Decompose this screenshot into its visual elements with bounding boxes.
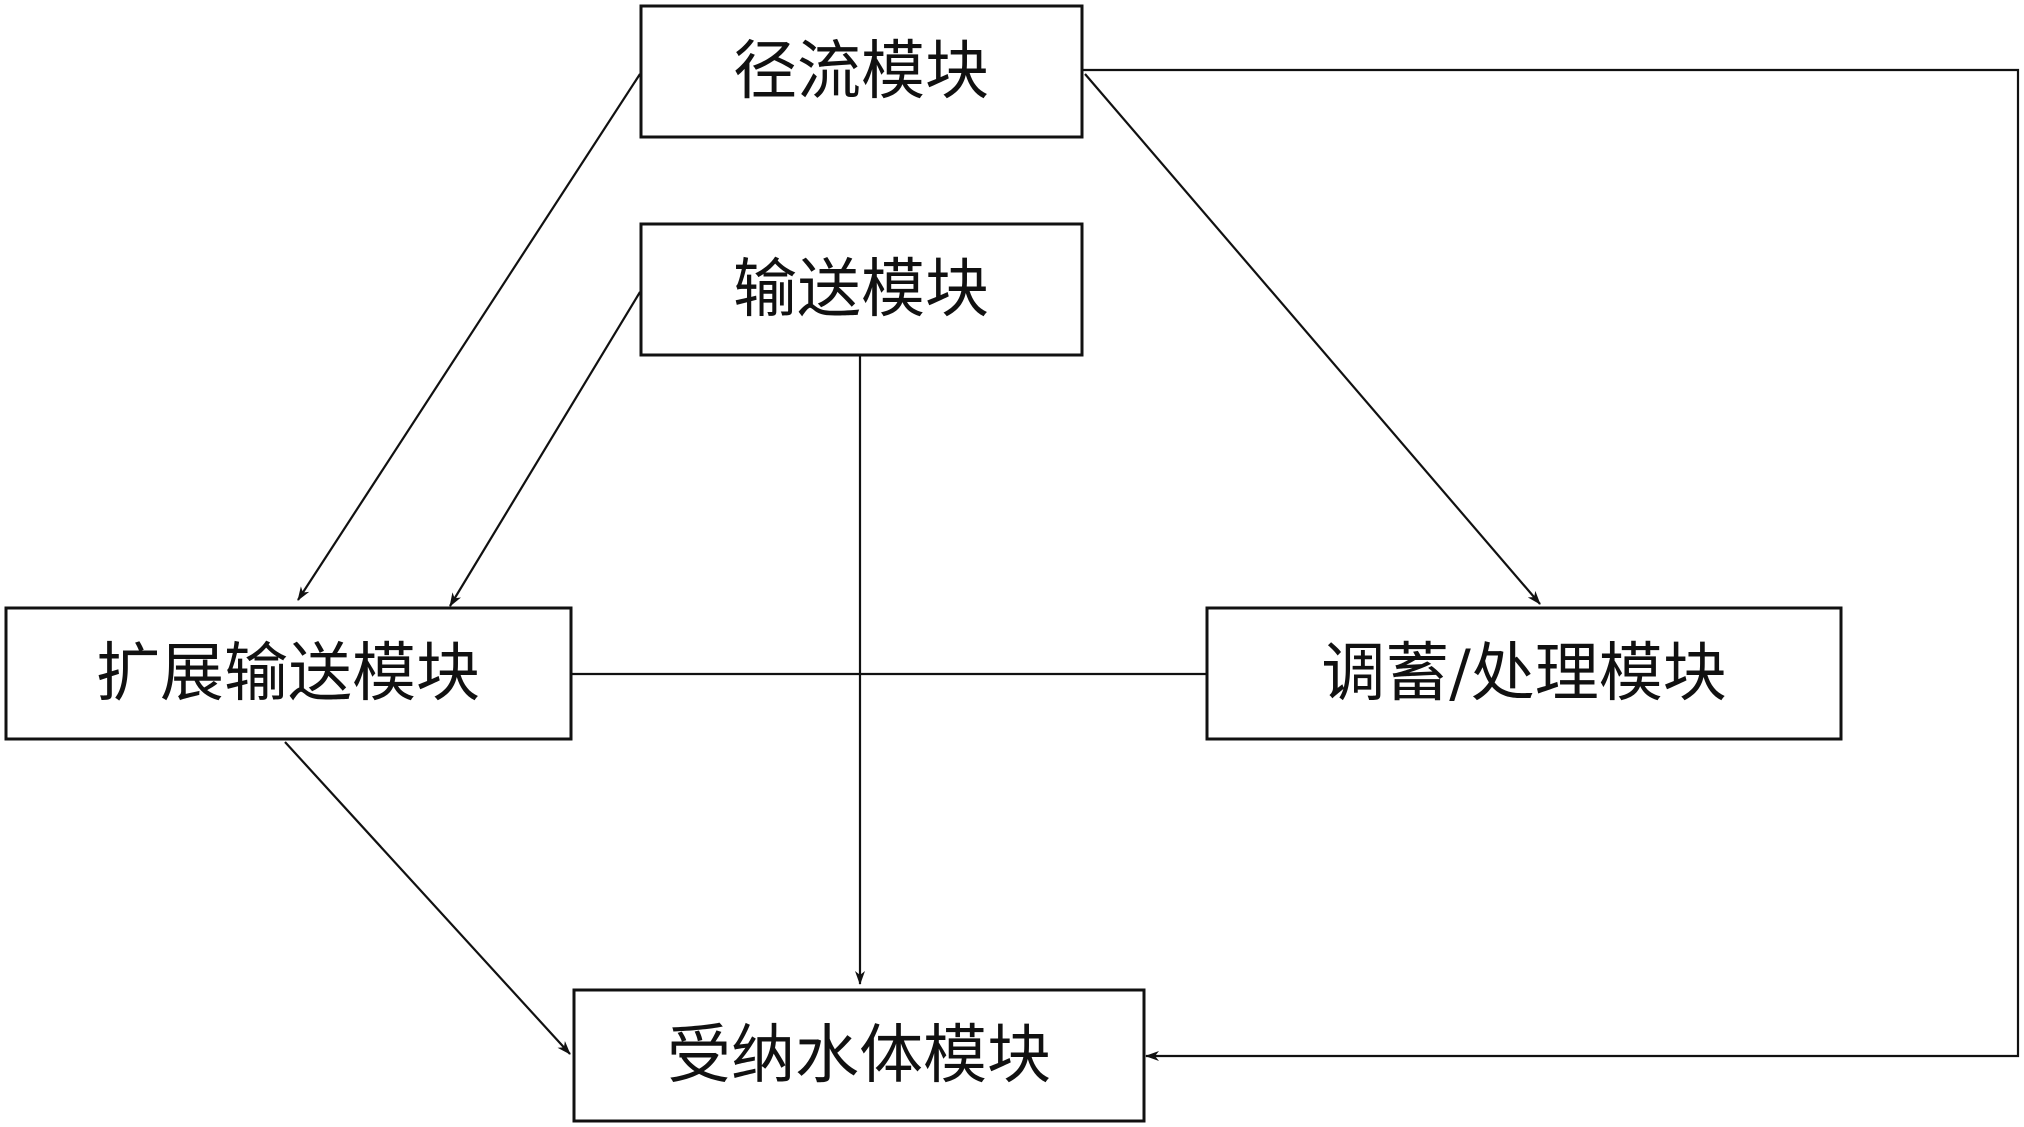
node-extended-conveyance: 扩展输送模块 bbox=[4, 606, 573, 741]
node-storage-treatment: 调蓄/处理模块 bbox=[1205, 606, 1843, 741]
edge-runoff-to-receiving-water-loop bbox=[1082, 68, 2020, 1061]
edge-runoff-to-storage-treatment bbox=[1084, 73, 1541, 605]
edges bbox=[284, 68, 2020, 1061]
edge-conveyance-to-extended-conveyance bbox=[449, 291, 641, 607]
node-runoff-box bbox=[639, 4, 1084, 139]
node-storage-treatment-box bbox=[1205, 606, 1843, 741]
node-extended-conveyance-label: 扩展输送模块 bbox=[96, 637, 480, 711]
node-receiving-water: 受纳水体模块 bbox=[572, 988, 1146, 1123]
node-receiving-water-box bbox=[572, 988, 1146, 1123]
nodes: 径流模块 输送模块 扩展输送模块 调蓄/处理模块 受纳水体模块 bbox=[4, 4, 1843, 1123]
edge-extended-conveyance-to-receiving-water bbox=[284, 741, 571, 1055]
node-storage-treatment-label: 调蓄/处理模块 bbox=[1321, 637, 1727, 711]
node-extended-conveyance-box bbox=[4, 606, 573, 741]
node-conveyance-label: 输送模块 bbox=[733, 253, 989, 327]
node-runoff-label: 径流模块 bbox=[733, 35, 989, 109]
node-conveyance: 输送模块 bbox=[639, 222, 1084, 357]
node-conveyance-box bbox=[639, 222, 1084, 357]
edge-runoff-to-extended-conveyance bbox=[297, 73, 641, 601]
node-receiving-water-label: 受纳水体模块 bbox=[667, 1019, 1051, 1093]
node-runoff: 径流模块 bbox=[639, 4, 1084, 139]
